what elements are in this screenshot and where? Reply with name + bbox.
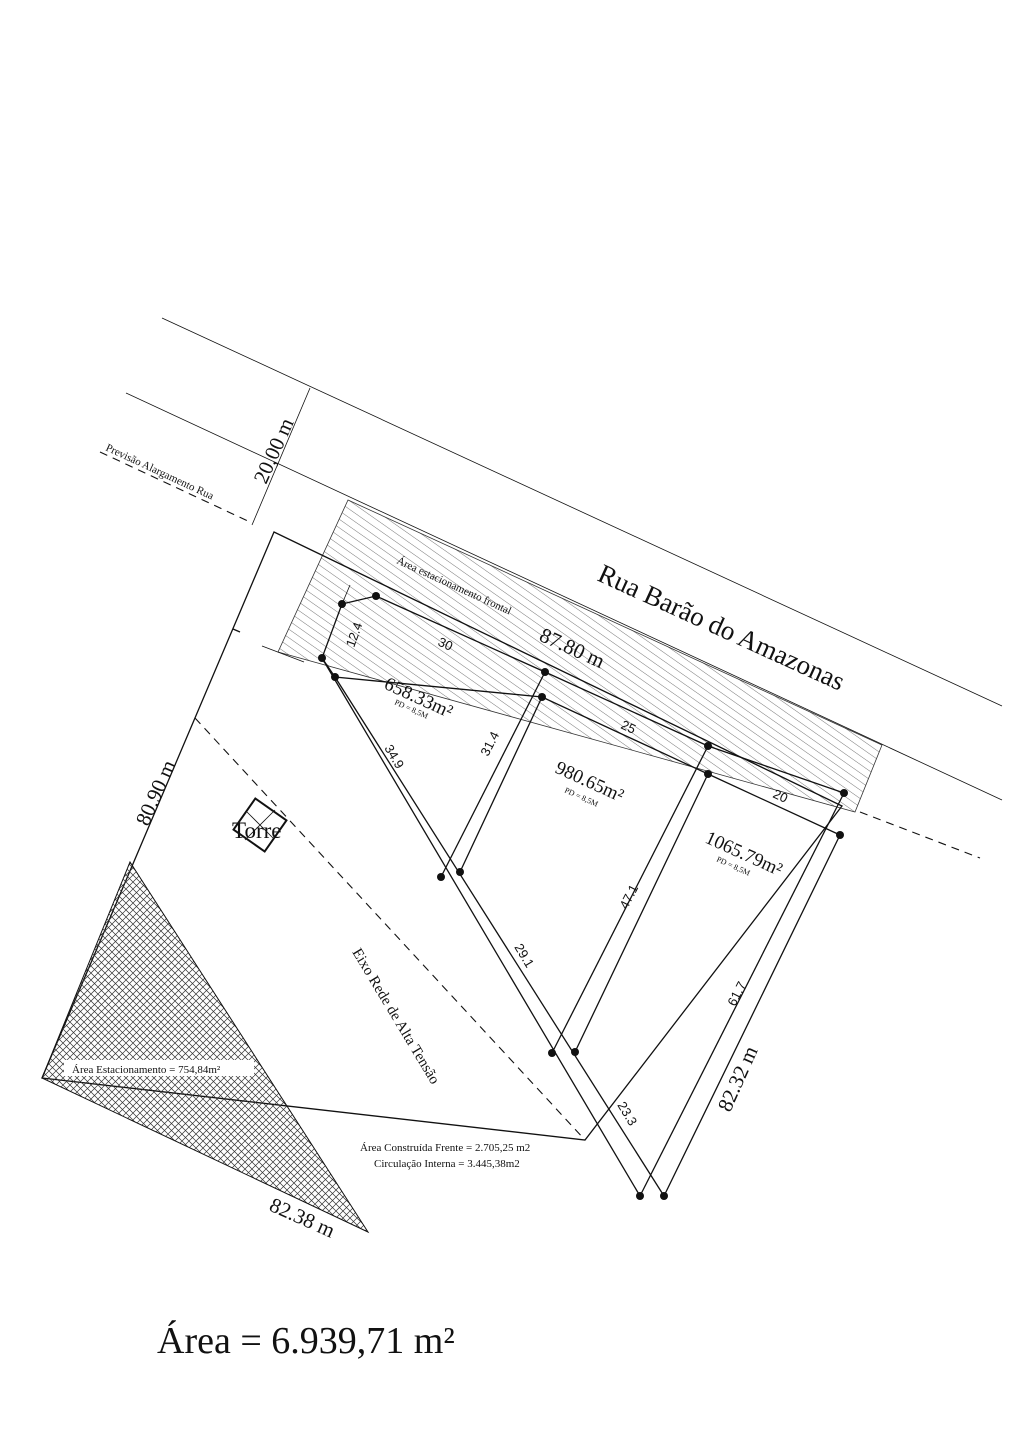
tower-label: Torre (232, 818, 281, 843)
segment-20: 20 (771, 786, 790, 806)
parking-area-hatch (41, 860, 370, 1234)
street-width-label: 20,00 m (249, 414, 299, 487)
parking-area-label: Área Estacionamento = 754,84m² (72, 1064, 221, 1076)
segment-61-7: 61.7 (724, 979, 749, 1008)
segment-25: 25 (619, 717, 638, 737)
power-line-label: Eixo Rede de Alta Tensão (349, 946, 443, 1087)
left-boundary-label: 80.90 m (131, 756, 181, 829)
parking-area-label-box (64, 1060, 254, 1076)
widening-line-right (859, 811, 981, 859)
front-parking-hatch (277, 499, 883, 813)
widening-line-left (99, 451, 251, 523)
right-boundary-label: 82.32 m (713, 1042, 763, 1115)
segment-29-1: 29.1 (511, 941, 537, 970)
vertex-markers (318, 592, 848, 1200)
segment-47-1: 47.1 (616, 882, 641, 911)
street-lines (99, 317, 1003, 859)
tower-symbol (232, 797, 288, 853)
built-front-label: Área Construída Frente = 2.705,25 m2 (360, 1142, 530, 1154)
segment-31-4: 31.4 (477, 729, 502, 758)
segment-30: 30 (436, 634, 455, 654)
internal-circulation-label: Circulação Interna = 3.445,38m2 (374, 1158, 520, 1170)
total-area: Área = 6.939,71 m² (157, 1320, 455, 1362)
power-line-axis (194, 717, 586, 1141)
widening-label: Previsão Alargamento Rua (104, 442, 216, 503)
